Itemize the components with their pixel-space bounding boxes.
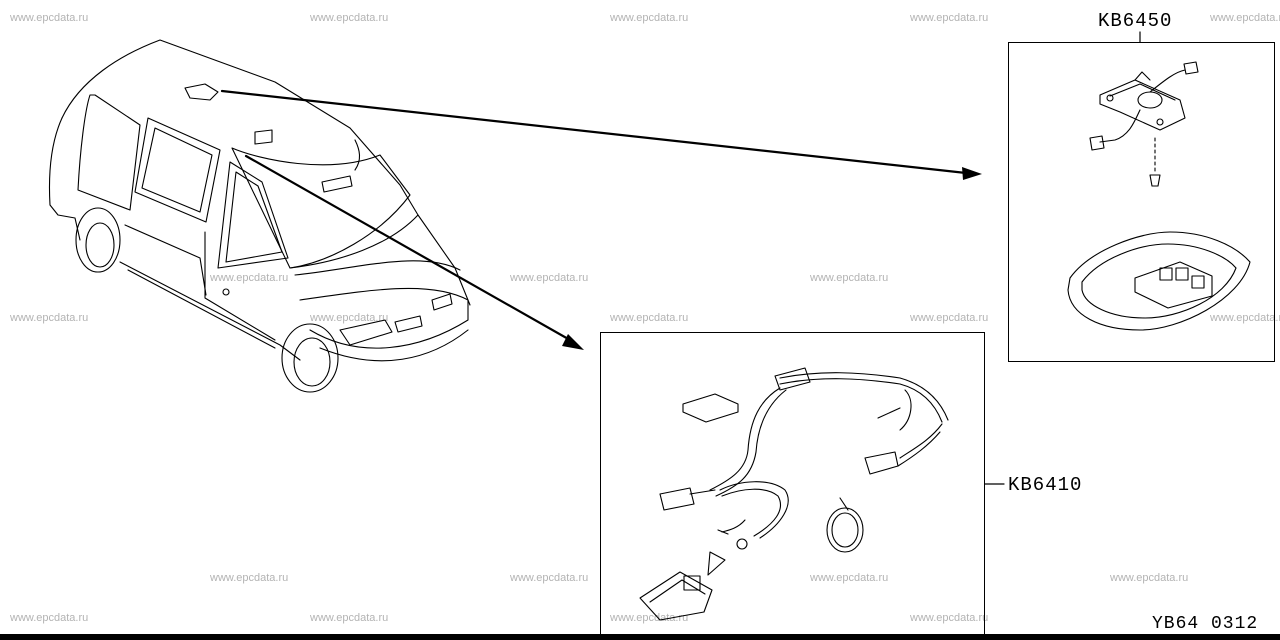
watermark-text: www.epcdata.ru [210,572,289,584]
watermark-text: www.epcdata.ru [610,312,689,324]
watermark-text: www.epcdata.ru [910,312,989,324]
watermark-text: www.epcdata.ru [10,312,89,324]
watermark-text: www.epcdata.ru [610,612,689,624]
diagram-code: YB64 0312 [1152,614,1259,634]
watermark-text: www.epcdata.ru [310,612,389,624]
van-illustration [48,39,471,393]
watermark-text: www.epcdata.ru [510,272,589,284]
watermark-text: www.epcdata.ru [10,612,89,624]
watermark-text: www.epcdata.ru [10,12,89,24]
watermark-text: www.epcdata.ru [1210,12,1280,24]
leader-arrows [220,89,982,350]
watermark-text: www.epcdata.ru [810,572,889,584]
watermark-text: www.epcdata.ru [510,572,589,584]
detail-frame-kb6450 [1008,42,1275,362]
part-label-kb6450[interactable]: KB6450 [1098,10,1173,32]
watermark-text: www.epcdata.ru [910,12,989,24]
watermark-text: www.epcdata.ru [610,12,689,24]
watermark-text: www.epcdata.ru [210,272,289,284]
watermark-text: www.epcdata.ru [310,312,389,324]
watermark-text: www.epcdata.ru [810,272,889,284]
watermark-text: www.epcdata.ru [1110,572,1189,584]
kb6450-parts [1067,61,1251,331]
part-label-kb6410[interactable]: KB6410 [1008,474,1083,496]
kb6410-parts [639,367,949,621]
watermark-text: www.epcdata.ru [310,12,389,24]
watermark-text: www.epcdata.ru [1210,312,1280,324]
bottom-rule [0,634,1280,640]
watermark-text: www.epcdata.ru [910,612,989,624]
